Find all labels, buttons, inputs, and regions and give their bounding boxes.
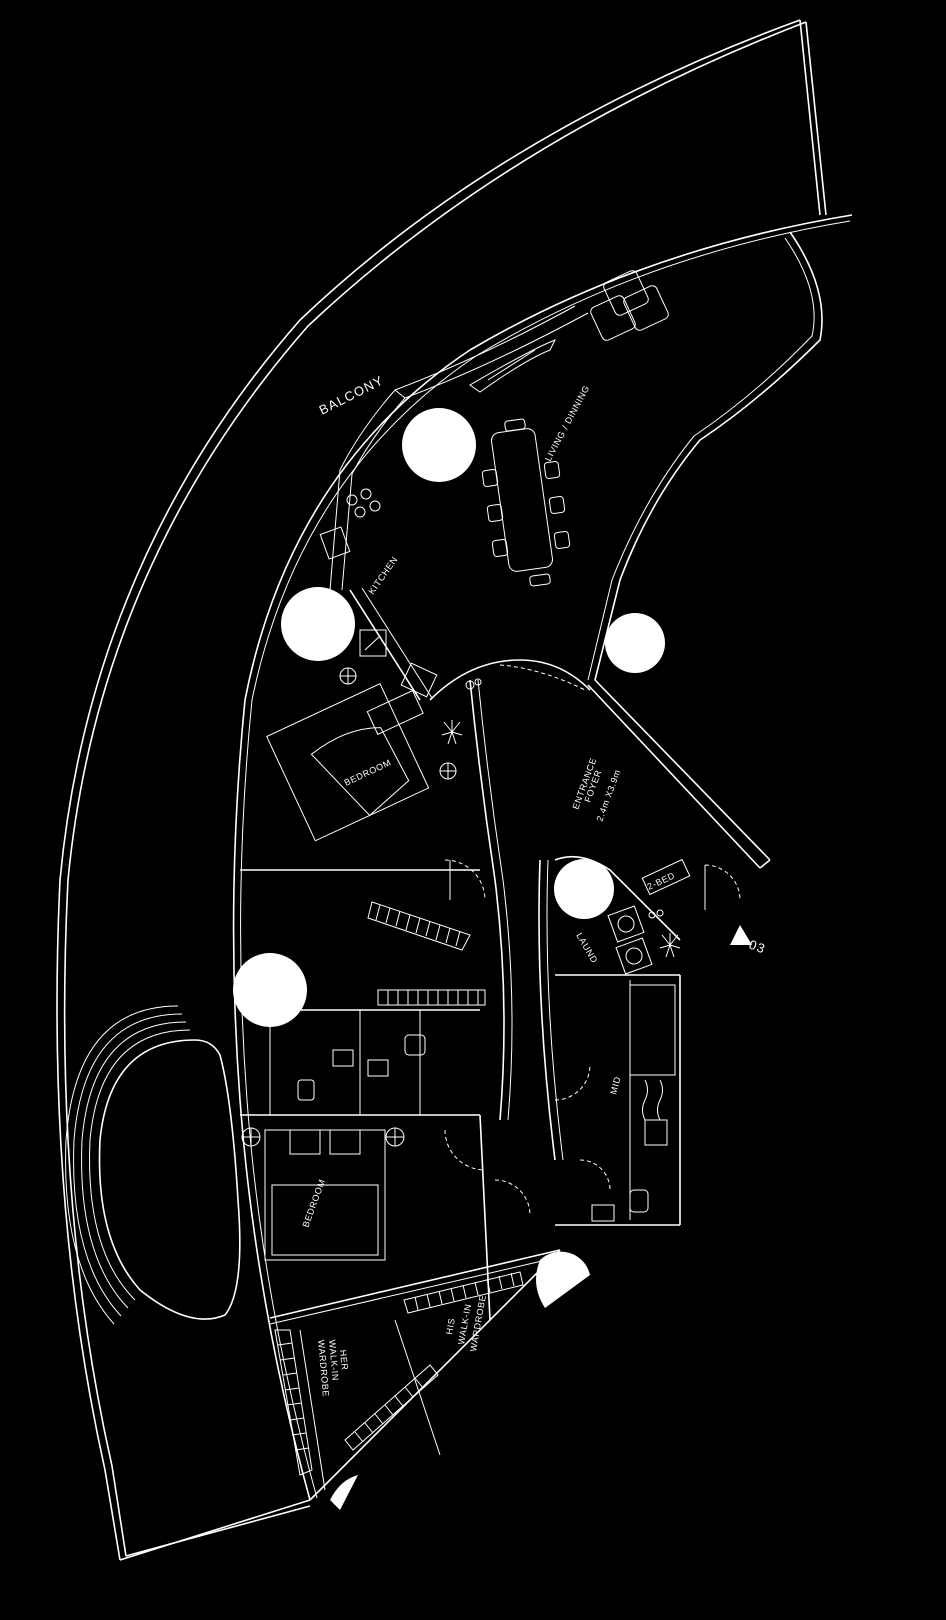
sofa-bench xyxy=(469,339,557,393)
lighting-markers xyxy=(233,408,665,1510)
unit-tag-box xyxy=(641,858,691,896)
label-balcony: BALCONY xyxy=(317,372,387,417)
label-her-line2: WALK-IN xyxy=(327,1339,341,1381)
living-perimeter xyxy=(587,231,823,869)
marker-circle xyxy=(402,408,476,482)
dining-table xyxy=(481,418,571,587)
marker-circle xyxy=(554,859,614,919)
marker-circle xyxy=(233,953,307,1027)
plant-icons xyxy=(441,720,681,958)
label-bedroom-top: BEDROOM xyxy=(343,757,393,787)
marker-circle xyxy=(281,587,355,661)
maid-room-details xyxy=(629,984,676,1146)
kitchen-appliances xyxy=(319,488,438,698)
label-her-line3: WARDROBE xyxy=(316,1339,331,1397)
label-unit-number: 03 xyxy=(747,937,768,957)
label-maid: MID xyxy=(608,1075,622,1095)
label-his-line3: WARDROBE xyxy=(468,1294,488,1352)
label-laundry: LAUND xyxy=(574,931,599,965)
label-living-dining: LIVING / DINNING xyxy=(543,384,592,463)
sofa-cushions xyxy=(590,270,669,341)
marker-partial xyxy=(536,1251,590,1308)
label-kitchen: KITCHEN xyxy=(366,555,399,597)
entrance-arrow-icon xyxy=(730,925,752,945)
bedroom-bottom-furniture xyxy=(241,1127,405,1261)
laundry-appliances xyxy=(607,905,664,975)
bathroom-fixtures xyxy=(297,1034,649,1222)
marker-partial xyxy=(330,1475,358,1510)
label-her-line1: HER xyxy=(338,1349,350,1371)
bedroom-top-furniture xyxy=(266,678,482,842)
closet-racks xyxy=(274,901,524,1476)
marker-circle xyxy=(605,613,665,673)
label-his-line1: HIS xyxy=(444,1317,457,1335)
outer-walls xyxy=(56,19,853,1561)
pool-outline xyxy=(65,1005,241,1325)
doors xyxy=(444,859,741,1216)
label-unit-tag: 2-BED xyxy=(646,870,677,892)
